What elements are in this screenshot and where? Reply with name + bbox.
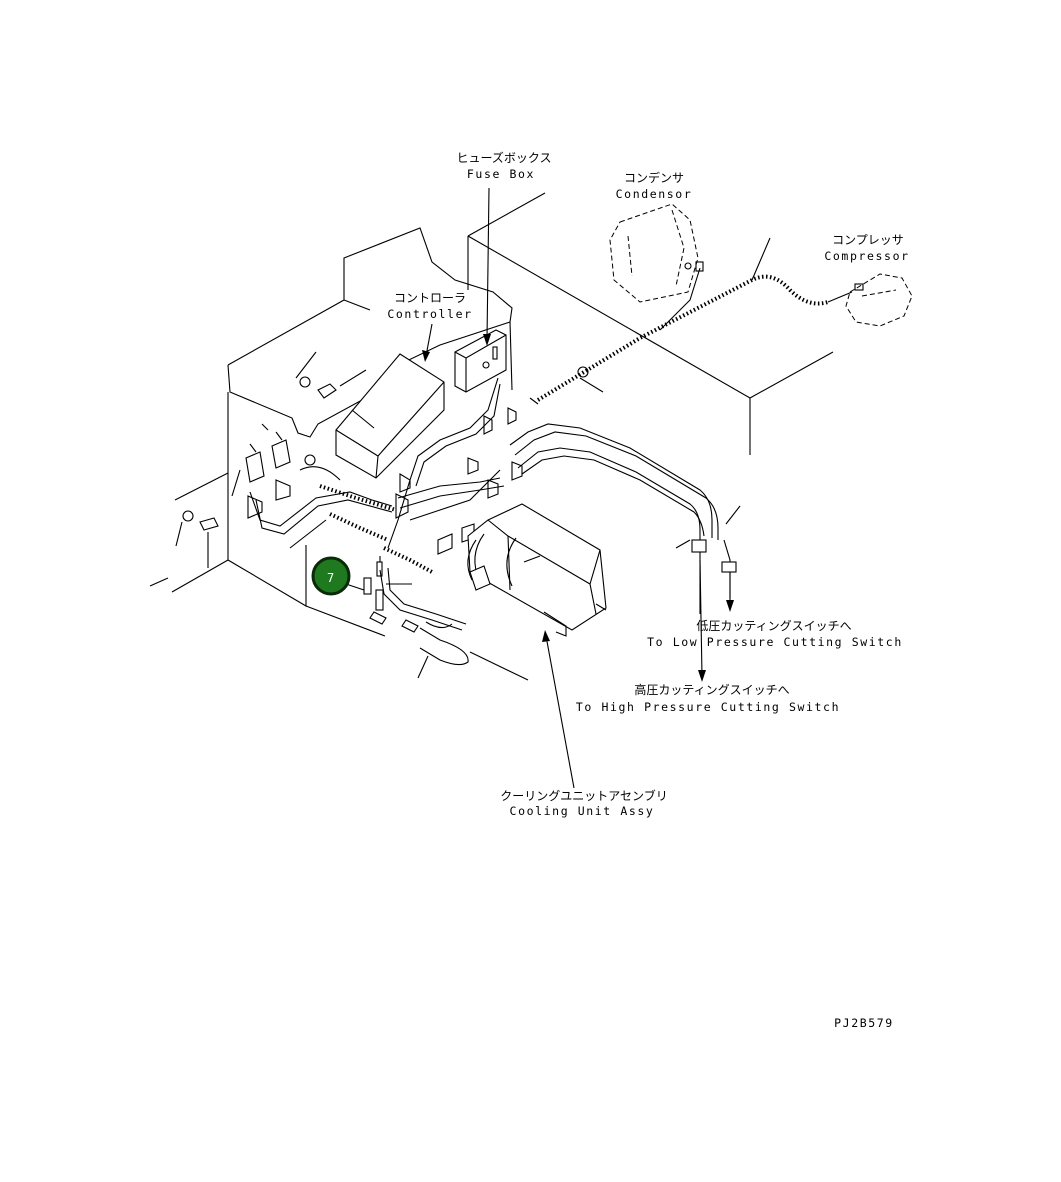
label-condenser: コンデンサ Condensor bbox=[616, 170, 693, 201]
marker-label[interactable]: 7 bbox=[327, 571, 334, 585]
controller-label-en: Controller bbox=[387, 307, 472, 321]
low-pressure-label-en: To Low Pressure Cutting Switch bbox=[647, 635, 903, 649]
controller-label-jp: コントローラ bbox=[394, 291, 466, 305]
compressor-label-jp: コンプレッサ bbox=[832, 233, 904, 247]
condenser-label-jp: コンデンサ bbox=[624, 170, 684, 185]
compressor-label-en: Compressor bbox=[824, 249, 909, 263]
cooling-unit-label-jp: クーリングユニットアセンブリ bbox=[500, 788, 667, 803]
label-controller: コントローラ Controller bbox=[387, 291, 472, 321]
controller-unit bbox=[335, 353, 445, 479]
label-high-pressure: 高圧カッティングスイッチへ To High Pressure Cutting S… bbox=[576, 682, 840, 714]
compressor-phantom bbox=[845, 273, 913, 327]
label-cooling-unit: クーリングユニットアセンブリ Cooling Unit Assy bbox=[500, 788, 667, 818]
console-body bbox=[171, 227, 513, 637]
low-pressure-label-jp: 低圧カッティングスイッチへ bbox=[696, 619, 851, 633]
drawing-code: PJ2B579 bbox=[834, 1016, 894, 1030]
label-fuse-box: ヒューズボックス Fuse Box bbox=[456, 150, 551, 181]
fuse-box-label-en: Fuse Box bbox=[467, 167, 535, 181]
condenser-phantom bbox=[609, 203, 704, 303]
fuse-box bbox=[454, 329, 507, 393]
console-wiring bbox=[247, 377, 523, 574]
condenser-label-en: Condensor bbox=[616, 187, 693, 201]
label-low-pressure: 低圧カッティングスイッチへ To Low Pressure Cutting Sw… bbox=[647, 619, 903, 649]
relays-and-bolts bbox=[149, 351, 367, 587]
high-pressure-label-jp: 高圧カッティングスイッチへ bbox=[634, 682, 789, 697]
leader-lines bbox=[422, 187, 734, 789]
label-compressor: コンプレッサ Compressor bbox=[824, 233, 909, 263]
drain-hoses bbox=[339, 556, 529, 681]
fuse-box-label-jp: ヒューズボックス bbox=[456, 150, 551, 165]
compressor-harness bbox=[529, 237, 853, 405]
part-marker-7[interactable]: 7 bbox=[311, 556, 351, 596]
marker-circle[interactable] bbox=[311, 556, 351, 596]
high-pressure-label-en: To High Pressure Cutting Switch bbox=[576, 700, 840, 714]
cooling-unit-label-en: Cooling Unit Assy bbox=[510, 804, 655, 818]
frame-outline bbox=[467, 192, 834, 455]
cooling-unit bbox=[467, 503, 607, 637]
